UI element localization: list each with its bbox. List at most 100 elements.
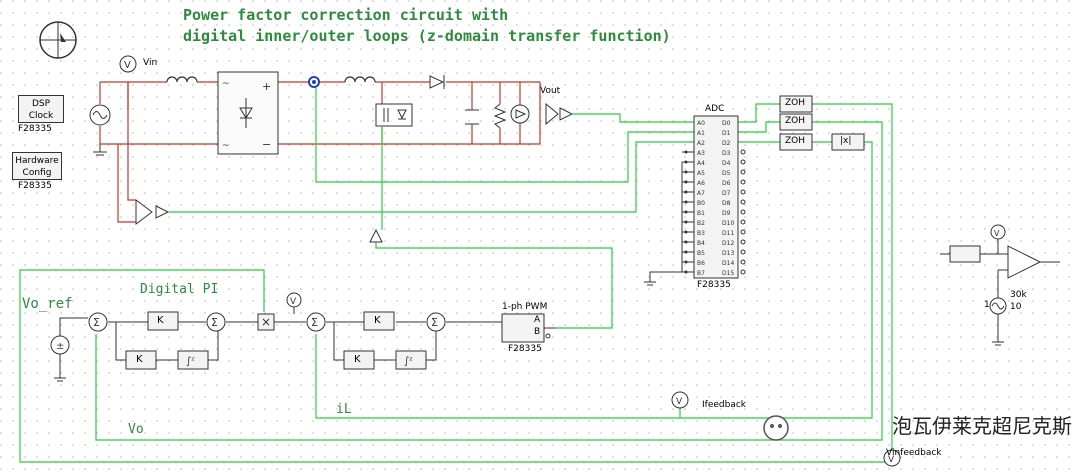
- abs-block[interactable]: [831, 133, 865, 151]
- dsp-clock-label: F28335: [18, 124, 52, 134]
- diode-bridge-rectifier[interactable]: + − ~ ~: [217, 71, 279, 155]
- ac-voltage-source[interactable]: [89, 104, 111, 126]
- ifeedback-label: Ifeedback: [702, 400, 746, 410]
- adc-unused-output-pin: [740, 189, 746, 195]
- zoh-block-1[interactable]: [779, 95, 813, 113]
- svg-text:±: ±: [56, 341, 64, 352]
- mosfet-switch[interactable]: [375, 103, 413, 127]
- svg-text:∫ᶻ: ∫ᶻ: [404, 356, 413, 367]
- adc-output-pin-label: D10: [722, 220, 734, 227]
- adc-output-pin-label: D5: [722, 170, 731, 177]
- svg-text:∫ᶻ: ∫ᶻ: [186, 356, 195, 367]
- adc-output-pin-label: D11: [722, 230, 734, 237]
- vinfeedback-voltmeter[interactable]: V: [883, 449, 901, 467]
- adc-unused-output-pin: [740, 199, 746, 205]
- adc-unused-output-pin: [740, 249, 746, 255]
- vout-sensor[interactable]: [510, 102, 574, 126]
- adc-input-pin-label: B5: [697, 250, 705, 257]
- adc-unused-output-pin: [740, 259, 746, 265]
- output-capacitor[interactable]: [465, 109, 479, 125]
- svg-text:+: +: [262, 80, 271, 93]
- zoh-label-2: ZOH: [785, 116, 806, 126]
- outer-integrator[interactable]: ∫ᶻ: [177, 350, 209, 370]
- adc-input-pin-label: B0: [697, 200, 705, 207]
- adc-unused-output-pin: [740, 209, 746, 215]
- outer-gain-ki-label: K: [136, 354, 143, 365]
- inner-sum-junction[interactable]: Σ: [306, 312, 326, 332]
- adc-unused-output-pin: [740, 229, 746, 235]
- vin-sensor-amplifier[interactable]: [135, 199, 170, 225]
- il-label: iL: [336, 402, 352, 417]
- hardware-config-block[interactable]: Hardware Config: [12, 152, 62, 180]
- pwm-block[interactable]: [501, 313, 551, 343]
- svg-text:~: ~: [222, 141, 230, 151]
- adc-output-pin-label: D12: [722, 240, 734, 247]
- zoh-block-3[interactable]: [779, 133, 813, 151]
- adc-sublabel: F28335: [697, 280, 731, 290]
- boost-diode[interactable]: [429, 75, 445, 89]
- hardware-config-label: F28335: [18, 181, 52, 191]
- digital-pi-label: Digital PI: [140, 282, 219, 297]
- pwm-title: 1-ph PWM: [502, 302, 548, 312]
- adc-unused-output-pin: [740, 269, 746, 275]
- adc-unused-output-pin: [740, 179, 746, 185]
- svg-text:V: V: [888, 455, 895, 465]
- pwm-sublabel: F28335: [508, 344, 542, 354]
- inner-pi-sum[interactable]: Σ: [426, 312, 446, 332]
- dsp-clock-block[interactable]: DSP Clock: [18, 95, 64, 123]
- svg-text:V: V: [124, 60, 131, 71]
- svg-text:Σ: Σ: [431, 316, 438, 329]
- adc-output-pin-label: D1: [722, 130, 731, 137]
- adc-output-pin-label: D15: [722, 270, 734, 277]
- outer-sum-junction[interactable]: Σ: [88, 312, 108, 332]
- input-inductor[interactable]: [166, 76, 198, 83]
- svg-text:Σ: Σ: [311, 316, 318, 329]
- vin-voltmeter[interactable]: V: [119, 55, 137, 73]
- zoh-block-2[interactable]: [779, 113, 813, 131]
- adc-block[interactable]: [693, 115, 739, 279]
- svg-text:×: ×: [261, 315, 271, 329]
- inner-gain-ki-label: K: [354, 354, 361, 365]
- adc-output-pin-label: D13: [722, 250, 734, 257]
- vo-ref-source[interactable]: ±: [50, 335, 70, 355]
- adc-output-pin-label: D8: [722, 200, 731, 207]
- outer-gain-ki[interactable]: [125, 350, 157, 370]
- signal-wires: [19, 88, 893, 463]
- inner-gain-k[interactable]: [363, 311, 395, 331]
- adc-input-pin-label: A0: [697, 120, 705, 127]
- svg-text:V: V: [676, 397, 683, 407]
- inner-gain-ki[interactable]: [343, 350, 375, 370]
- inner-integrator[interactable]: ∫ᶻ: [395, 350, 427, 370]
- adc-output-pin-label: D7: [722, 190, 731, 197]
- vo-ref-label: Vo_ref: [22, 296, 73, 312]
- adc-unused-output-pin: [740, 159, 746, 165]
- zoh-label-1: ZOH: [785, 98, 806, 108]
- voltmeter-probe-iref[interactable]: V: [286, 292, 302, 308]
- adc-input-pin-label: B4: [697, 240, 705, 247]
- adc-input-pin-label: B6: [697, 260, 705, 267]
- adc-output-pin-label: D2: [722, 140, 731, 147]
- svg-text:−: −: [262, 138, 271, 151]
- pwm-pin-a: A: [534, 315, 541, 325]
- outer-gain-k[interactable]: [147, 311, 179, 331]
- load-resistor[interactable]: [493, 103, 507, 129]
- ifeedback-voltmeter[interactable]: V: [671, 391, 689, 409]
- pwm-signal-buffer[interactable]: [369, 228, 383, 243]
- multiplier-block[interactable]: ×: [257, 313, 275, 331]
- adc-input-pin-label: B2: [697, 220, 705, 227]
- current-sensor[interactable]: [308, 76, 320, 88]
- adc-input-pin-label: A5: [697, 170, 705, 177]
- vin-label: Vin: [143, 58, 158, 68]
- boost-inductor[interactable]: [344, 76, 376, 83]
- clock-icon[interactable]: [39, 21, 77, 59]
- adc-output-pin-label: D3: [722, 150, 731, 157]
- right-ac-source-icon: [991, 302, 1005, 310]
- adc-unused-output-pin: [740, 219, 746, 225]
- ground-symbol: [93, 144, 107, 156]
- adc-output-pin-label: D6: [722, 180, 731, 187]
- adc-input-pin-label: A1: [697, 130, 705, 137]
- outer-pi-sum[interactable]: Σ: [206, 312, 226, 332]
- adc-output-pin-label: D0: [722, 120, 731, 127]
- adc-input-pin-label: B7: [697, 270, 705, 277]
